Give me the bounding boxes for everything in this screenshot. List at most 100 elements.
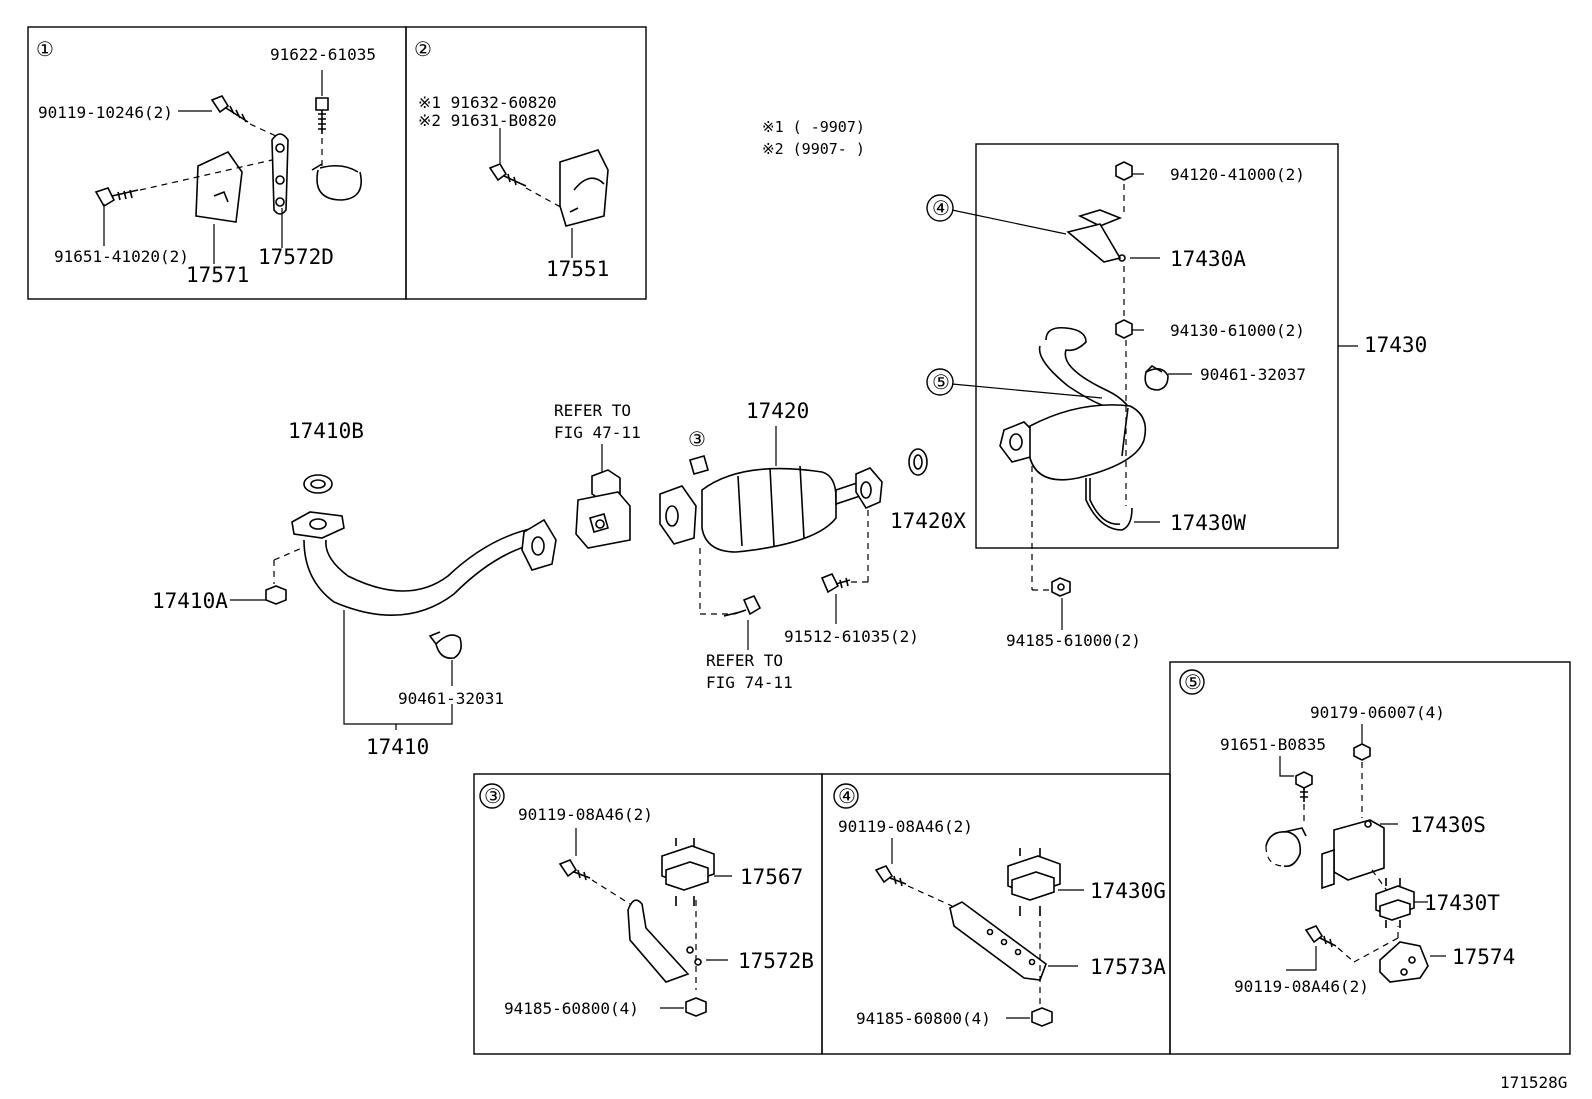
label-90119-08a46-inset5: 90119-08A46(2) <box>1234 977 1369 996</box>
egr-valve <box>575 469 631 549</box>
front-pipe-17410 <box>291 511 557 616</box>
note-1: ※1 ( -9907) <box>762 118 865 136</box>
inset-3: ③ 90119-08A46(2) 17567 17572B 94185-6080… <box>479 783 814 1018</box>
note-2: ※2 (9907- ) <box>762 140 865 158</box>
inset-1: ① <box>36 37 376 287</box>
bracket-17430a <box>1066 209 1126 263</box>
callout-5-marker-main: ⑤ <box>932 370 950 394</box>
label-90461-32037: 90461-32037 <box>1200 365 1306 384</box>
plate-17571 <box>195 150 243 223</box>
bolt-90119-10246 <box>210 95 249 123</box>
label-91651-41020: 91651-41020(2) <box>54 247 189 266</box>
bolt-refer-fig-74-11 <box>723 594 762 617</box>
bracket-17573a <box>949 901 1047 981</box>
bolt-91651-b0835 <box>1295 771 1313 802</box>
nut-94130-61000 <box>1115 319 1133 339</box>
label-17430t: 17430T <box>1424 891 1500 915</box>
callout-5-marker: ⑤ <box>1184 670 1202 694</box>
bottom-insets-frame <box>473 661 1571 1055</box>
egr-valve-group: REFER TO FIG 47-11 <box>554 401 641 549</box>
nut-94185-60800-inset4 <box>1031 1007 1053 1027</box>
heat-shield-17551 <box>559 149 609 227</box>
bracket-17430s <box>1321 819 1385 890</box>
nut-90179-06007 <box>1353 743 1371 761</box>
label-17574: 17574 <box>1452 945 1515 969</box>
inset-2: ② ※1 91632-60820 ※2 91631-B0820 17551 <box>414 37 609 281</box>
inset-1-frame <box>27 26 647 300</box>
gasket-17420x <box>908 448 928 476</box>
label-91622-61035: 91622-61035 <box>270 45 376 64</box>
callout-5-circle <box>926 368 954 396</box>
callout-2-marker: ② <box>414 37 432 61</box>
label-91512-61035: 91512-61035(2) <box>784 627 919 646</box>
nut-94185-60800-inset3 <box>685 997 707 1017</box>
clamp-90461-32031 <box>428 631 462 660</box>
label-94185-60800-inset4: 94185-60800(4) <box>856 1009 991 1028</box>
callout-4-circle <box>926 194 954 222</box>
label-17572b: 17572B <box>738 949 814 973</box>
front-pipe-group: 17410B 17410A 90461-32031 17 <box>152 419 557 759</box>
bolt-91651-41020 <box>94 187 139 208</box>
label-17551: 17551 <box>546 257 609 281</box>
label-90119-10246: 90119-10246(2) <box>38 103 173 122</box>
muffler-17430 <box>999 326 1147 481</box>
label-90119-08a46-inset3: 90119-08A46(2) <box>518 805 653 824</box>
label-90179-06007: 90179-06007(4) <box>1310 703 1445 722</box>
bolt-91622-61035 <box>315 97 329 134</box>
callout-1-marker: ① <box>36 37 54 61</box>
catalytic-converter-group: ③ 17420 17420X <box>659 399 966 692</box>
bolt-91512-61035 <box>820 572 851 594</box>
nut-17410a <box>265 585 287 605</box>
refer-to-label-1: REFER TO <box>554 401 631 420</box>
label-91632-60820: ※1 91632-60820 <box>418 93 557 112</box>
callout-3-marker-main: ③ <box>688 427 706 451</box>
label-90119-08a46-inset4: 90119-08A46(2) <box>838 817 973 836</box>
label-17567: 17567 <box>740 865 803 889</box>
callout-3-marker: ③ <box>484 784 502 808</box>
label-17410: 17410 <box>366 735 429 759</box>
bracket-17572d <box>271 133 289 215</box>
hanger-17430w <box>1085 478 1133 531</box>
label-17410a: 17410A <box>152 589 228 613</box>
gasket-17410b <box>303 474 333 494</box>
bolt-91632-60820 <box>488 163 527 187</box>
clamp-90461-32037 <box>1144 364 1169 391</box>
label-17430: 17430 <box>1364 333 1427 357</box>
label-94185-61000: 94185-61000(2) <box>1006 631 1141 650</box>
label-17430s: 17430S <box>1410 813 1486 837</box>
label-91651-b0835: 91651-B0835 <box>1220 735 1326 754</box>
clamp-91651-b0835 <box>1265 827 1307 868</box>
bracket-17572b <box>627 899 702 983</box>
mount-17430g <box>1007 848 1061 916</box>
label-90461-32031: 90461-32031 <box>398 689 504 708</box>
inset-5: ⑤ 90179-06007(4) 91651-B0835 17430S <box>1179 669 1515 996</box>
label-91631-b0820: ※2 91631-B0820 <box>418 111 557 130</box>
label-94185-60800-inset3: 94185-60800(4) <box>504 999 639 1018</box>
refer-fig-74-11: FIG 74-11 <box>706 673 793 692</box>
catalytic-converter-17420 <box>659 455 883 553</box>
mount-17430t <box>1375 878 1415 928</box>
callout-4-marker-main: ④ <box>932 196 950 220</box>
bolt-90119-08a46-inset5 <box>1304 925 1337 948</box>
figure-code: 171528G <box>1500 1073 1567 1092</box>
nut-94185-61000 <box>1051 577 1071 597</box>
muffler-assembly-box: 17430 94120-41000(2) 17430A ④ 94130-6100… <box>926 143 1427 591</box>
label-17430w: 17430W <box>1170 511 1246 535</box>
label-94120-41000: 94120-41000(2) <box>1170 165 1305 184</box>
refer-to-label-2: REFER TO <box>706 651 783 670</box>
label-17430a: 17430A <box>1170 247 1246 271</box>
label-17573a: 17573A <box>1090 955 1166 979</box>
callout-4-marker: ④ <box>838 784 856 808</box>
bolt-90119-08a46-inset3 <box>558 859 591 881</box>
label-17410b: 17410B <box>288 419 364 443</box>
inset-4: ④ 90119-08A46(2) 17430G 17573A 94185- <box>833 783 1166 1028</box>
bracket-17574 <box>1379 941 1429 983</box>
notes: ※1 ( -9907) ※2 (9907- ) <box>762 118 865 158</box>
bolt-90119-08a46-inset4 <box>874 865 907 887</box>
mount-17567 <box>661 838 715 906</box>
label-94130-61000: 94130-61000(2) <box>1170 321 1305 340</box>
label-17571: 17571 <box>186 263 249 287</box>
label-17572d: 17572D <box>258 245 334 269</box>
label-17420x: 17420X <box>890 509 966 533</box>
